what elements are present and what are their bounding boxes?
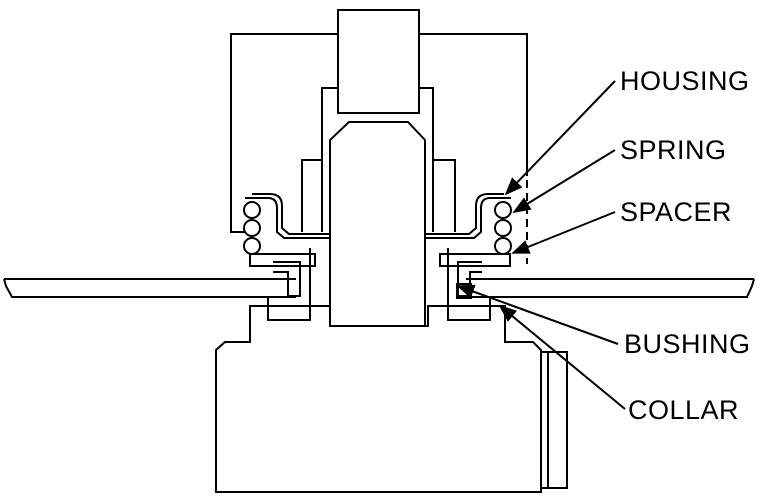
motor-body bbox=[215, 305, 568, 493]
mounting-plate bbox=[3, 278, 755, 298]
top-block bbox=[337, 9, 420, 114]
housing-hooks bbox=[245, 193, 511, 239]
spacers bbox=[249, 253, 511, 267]
spring-label: SPRING bbox=[620, 135, 727, 165]
bushing-label: BUSHING bbox=[624, 329, 751, 359]
housing-steps bbox=[301, 159, 456, 232]
housing-label: HOUSING bbox=[620, 66, 750, 96]
spring-coils bbox=[243, 201, 512, 255]
callout-leaders bbox=[456, 80, 626, 410]
collar-label: COLLAR bbox=[628, 395, 740, 425]
shaft bbox=[321, 87, 434, 326]
spacer-label: SPACER bbox=[620, 197, 733, 227]
